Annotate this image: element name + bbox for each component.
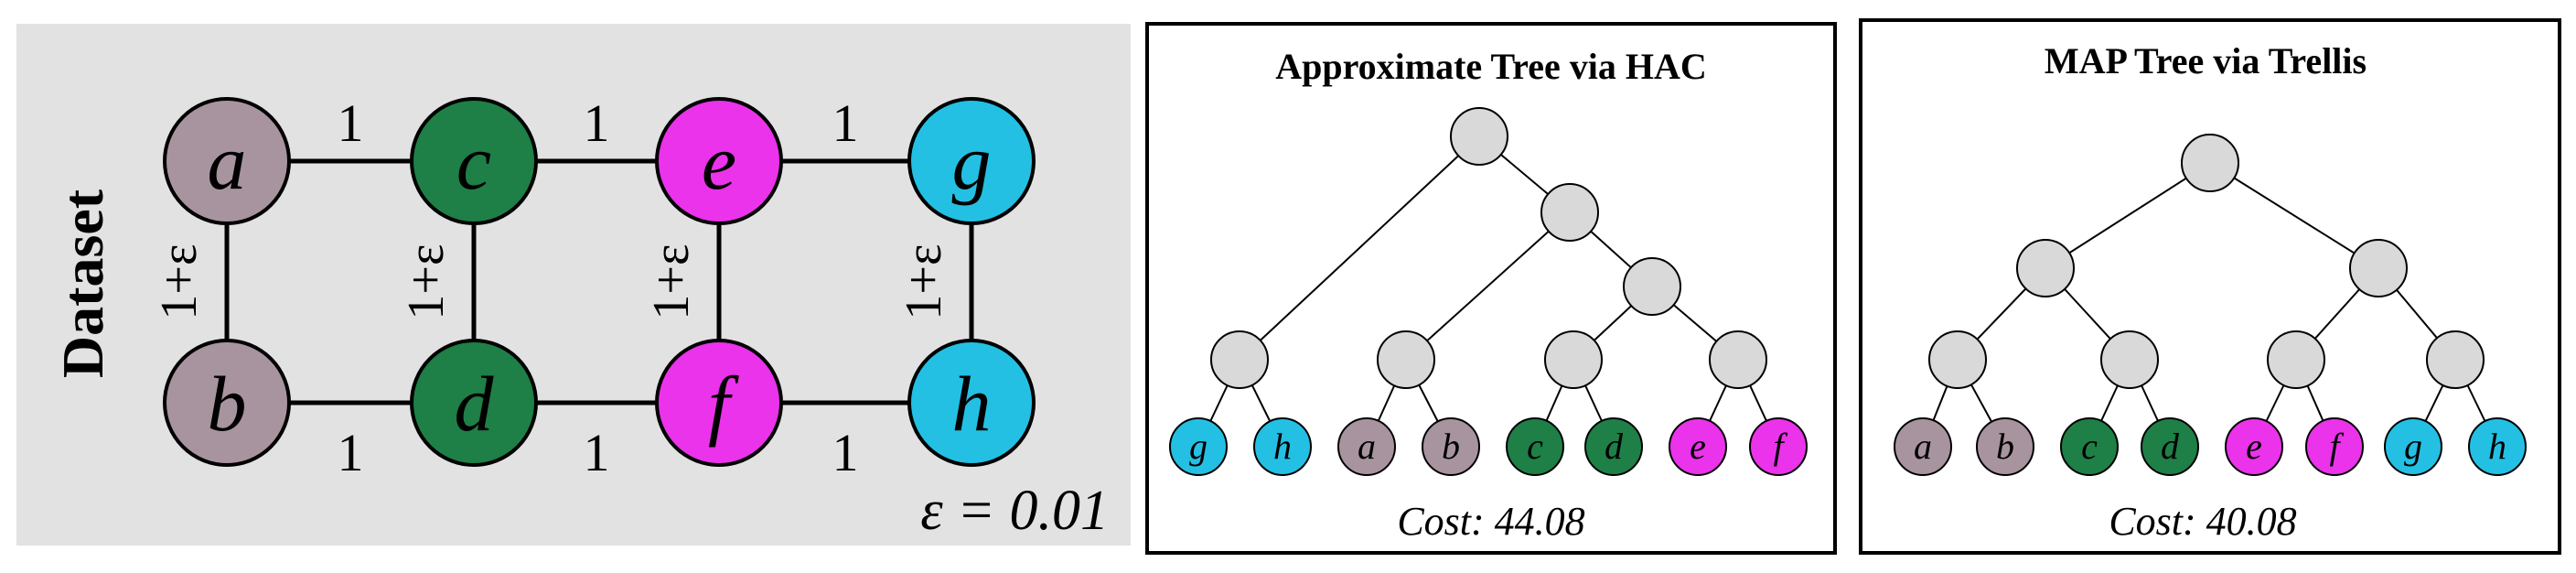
hac-leaf-label-a: a [1358,426,1376,467]
dataset-node-label-g: g [952,118,992,206]
dataset-node-b [163,339,291,467]
trellis-leaf-label-g: g [2404,426,2422,467]
dataset-node-label-a: a [208,118,247,206]
trellis-internal-node [2349,239,2408,297]
edge-weight-c-e: 1 [584,93,610,153]
edge-weight-b-d: 1 [338,423,364,482]
trellis-internal-node [2267,330,2325,389]
trellis-internal-node [1928,330,1987,389]
edge-weight-e-g: 1 [832,93,859,153]
dataset-node-a [163,97,291,225]
trellis-leaf-d [2141,417,2199,476]
hac-leaf-b [1422,417,1480,476]
edge-weight-f-h: 1 [832,423,859,482]
trellis-tree-edge [2209,162,2379,269]
hac-panel-frame [1145,22,1837,555]
trellis-leaf-h [2468,417,2527,476]
hac-internal-node [1540,183,1599,242]
dataset-node-d [410,339,538,467]
hac-leaf-c [1506,417,1564,476]
trellis-tree-edge [2045,162,2211,269]
trellis-internal-node [2100,330,2159,389]
hac-leaf-e [1669,417,1727,476]
hac-leaf-label-h: h [1273,426,1292,467]
hac-tree-edge [1239,135,1480,361]
trellis-leaf-label-a: a [1914,426,1932,467]
trellis-leaf-label-h: h [2488,426,2506,467]
hac-leaf-label-d: d [1605,426,1624,467]
hac-leaf-label-c: c [1527,426,1543,467]
dataset-node-e [655,97,783,225]
epsilon-note: ε = 0.01 [920,480,1109,542]
edge-weight-c-d: 1+ε [398,243,455,319]
hac-tree-edge [1405,211,1571,361]
trellis-leaf-label-e: e [2246,426,2262,467]
trellis-internal-node [2016,239,2075,297]
hac-internal-node [1544,330,1603,389]
hac-leaf-h [1253,417,1312,476]
hac-title: Approximate Tree via HAC [1275,46,1706,87]
dataset-node-label-b: b [208,360,247,448]
dataset-title: Dataset [50,189,115,378]
hac-leaf-g [1169,417,1228,476]
edge-weight-a-b: 1+ε [151,243,208,319]
trellis-panel-frame [1859,18,2561,555]
trellis-leaf-label-b: b [1996,426,2014,467]
trellis-leaf-b [1976,417,2034,476]
hac-leaf-a [1337,417,1396,476]
trellis-leaf-label-d: d [2161,426,2180,467]
trellis-leaf-e [2225,417,2283,476]
dataset-node-c [410,97,538,225]
edge-weight-a-c: 1 [338,93,364,153]
hac-leaf-d [1584,417,1643,476]
dataset-node-h [907,339,1036,467]
trellis-internal-node [2181,134,2239,192]
trellis-cost: Cost: 40.08 [2109,499,2296,544]
trellis-leaf-f [2305,417,2364,476]
hac-leaf-f [1749,417,1808,476]
trellis-leaf-c [2060,417,2119,476]
hac-internal-node [1210,330,1269,389]
edge-weight-g-h: 1+ε [896,243,952,319]
hac-leaf-label-b: b [1442,426,1460,467]
edge-weight-d-f: 1 [584,423,610,482]
hac-leaf-label-g: g [1189,426,1208,467]
dataset-node-f [655,339,783,467]
dataset-node-label-e: e [702,118,736,206]
hac-internal-node [1450,107,1508,166]
trellis-leaf-g [2384,417,2442,476]
trellis-leaf-label-c: c [2081,426,2098,467]
trellis-internal-node [2426,330,2485,389]
hac-internal-node [1709,330,1767,389]
hac-internal-node [1623,257,1681,316]
dataset-node-label-h: h [952,360,992,448]
hac-cost: Cost: 44.08 [1397,499,1584,544]
dataset-node-label-d: d [455,360,495,448]
trellis-title: MAP Tree via Trellis [2045,40,2367,81]
hac-internal-node [1377,330,1435,389]
hac-leaf-label-e: e [1690,426,1706,467]
edge-weight-e-f: 1+ε [643,243,700,319]
trellis-leaf-a [1894,417,1952,476]
dataset-node-label-c: c [456,118,491,206]
dataset-node-g [907,97,1036,225]
